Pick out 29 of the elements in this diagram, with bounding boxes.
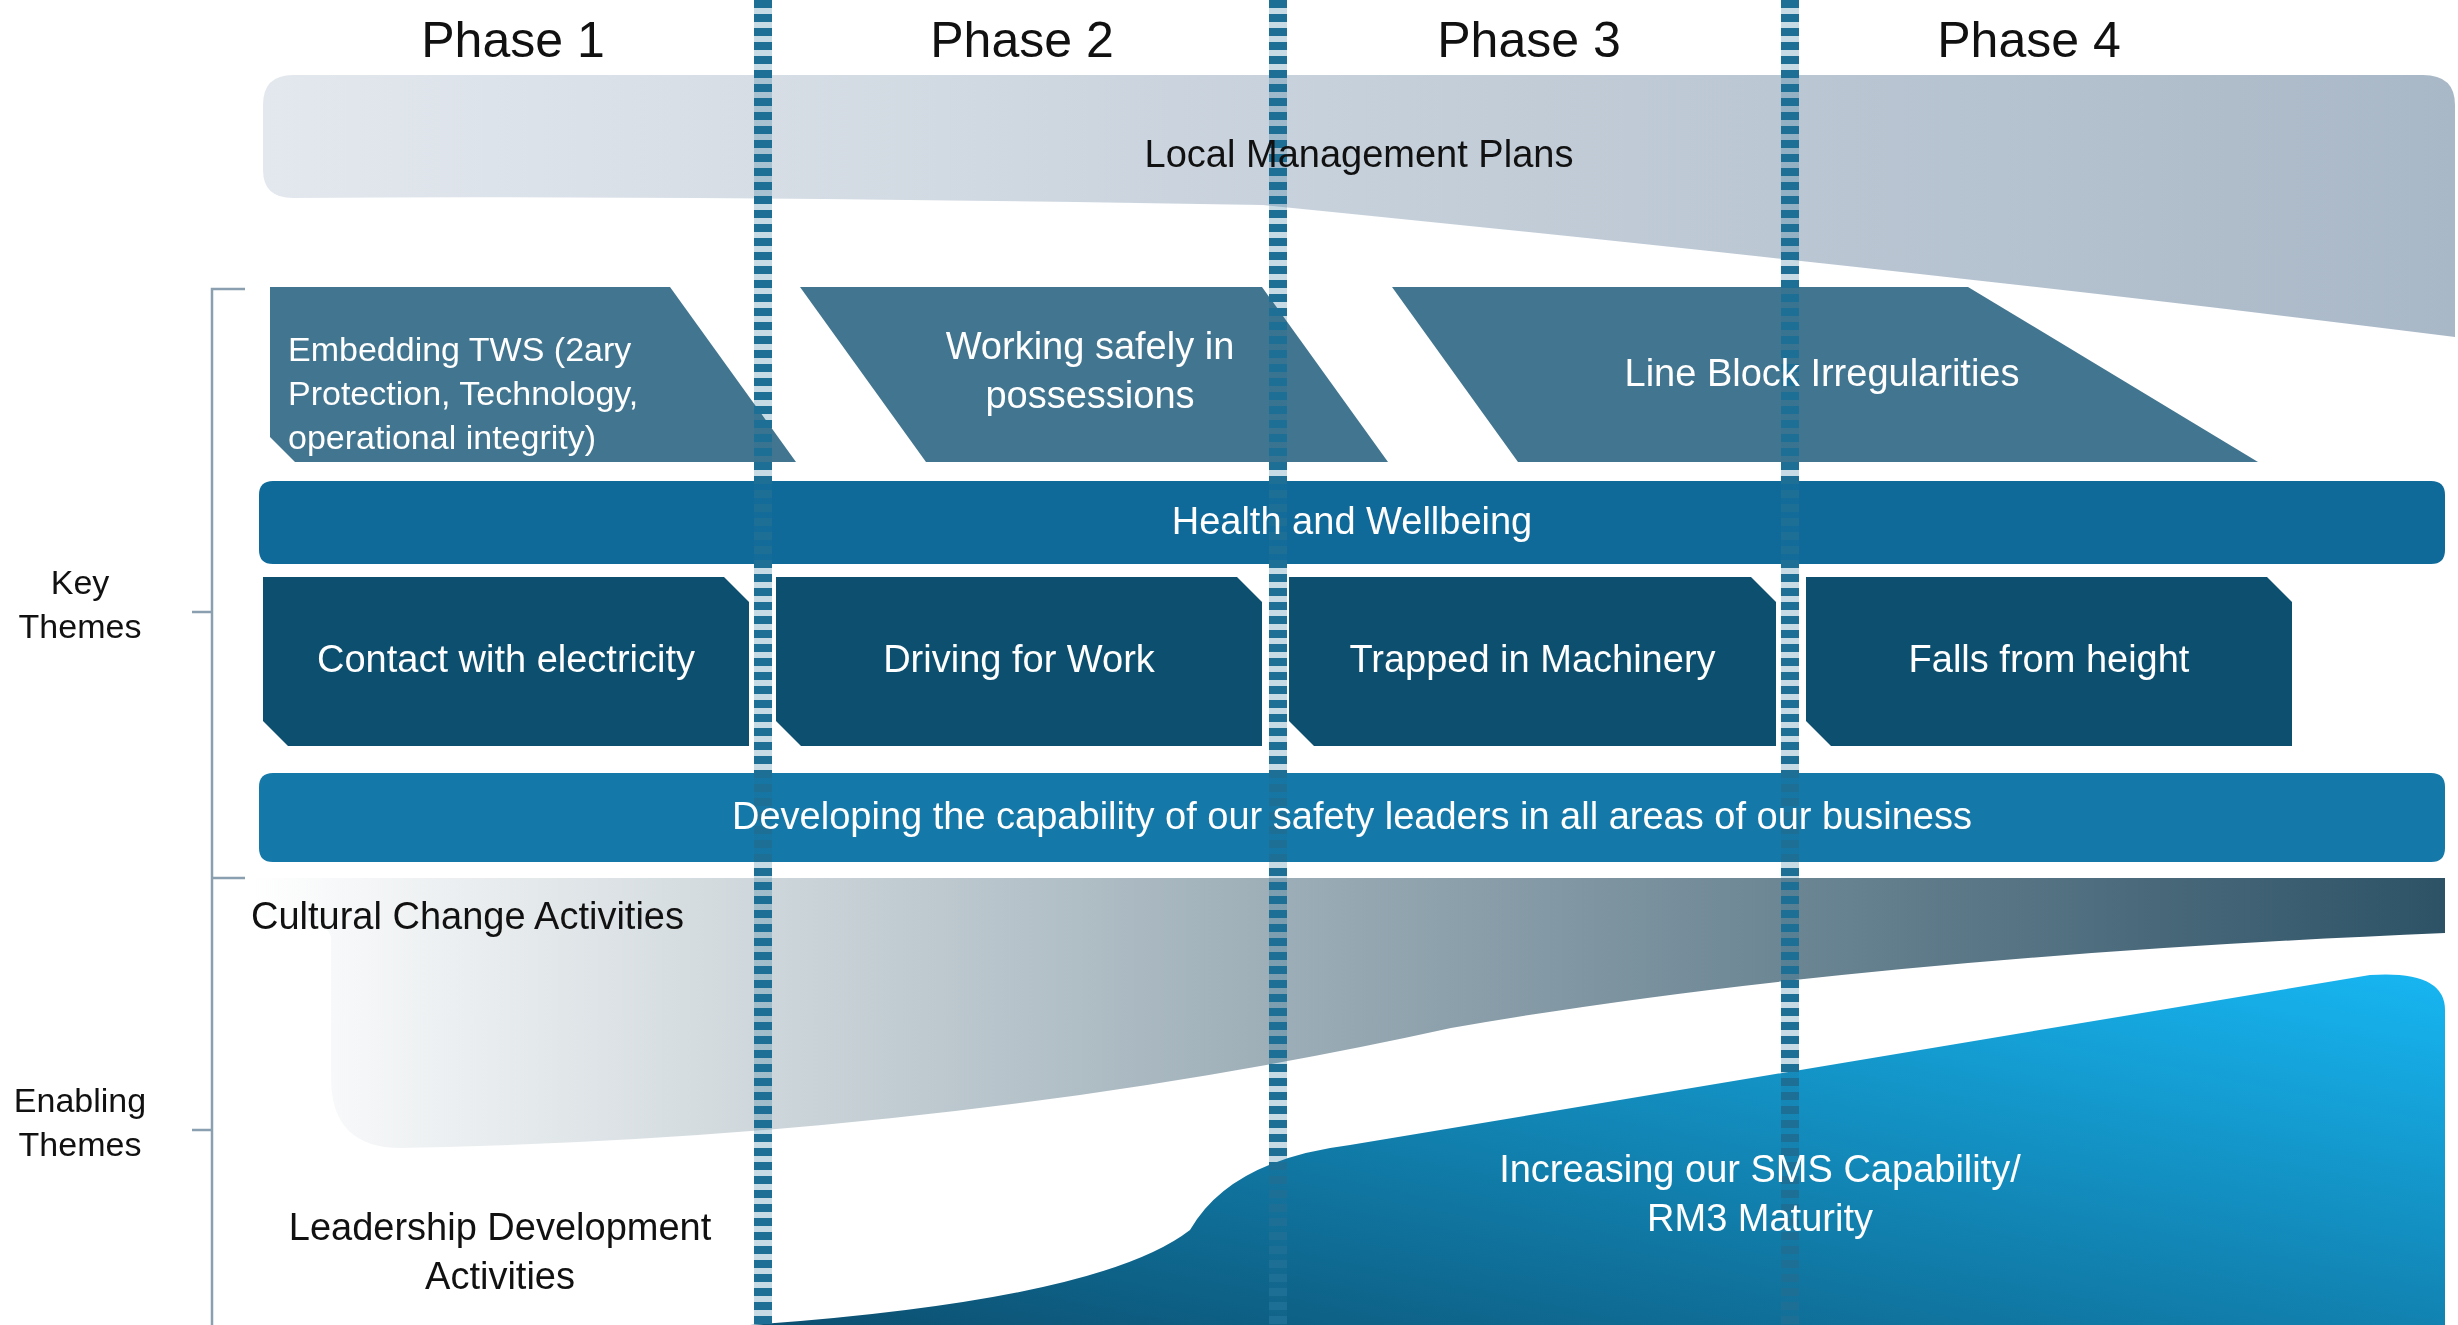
phase-heading: Phase 3	[1436, 11, 1622, 70]
theme-label: Contact with electricity	[317, 638, 695, 680]
theme-label: Health and Wellbeing	[1171, 500, 1533, 542]
theme-label: Trapped in Machinery	[1349, 638, 1716, 680]
theme-label: Increasing our SMS Capability/ RM3 Maturity	[1499, 1148, 2021, 1240]
area-label: Leadership Development Activities	[287, 1205, 713, 1300]
theme-bar	[259, 481, 2445, 564]
theme-label: Falls from height	[1908, 638, 2190, 680]
theme-label: Working safely in possessions	[945, 325, 1235, 417]
theme-label: Developing the capability of our safety leaders in all areas of our business	[732, 795, 1972, 837]
section-label: Enabling Themes	[12, 1080, 148, 1166]
theme-label: Local Management Plans	[1144, 133, 1574, 175]
gradient-band	[251, 878, 2445, 1148]
theme-bar	[259, 773, 2445, 862]
theme-box	[1806, 577, 2292, 746]
phase-heading: Phase 1	[420, 11, 606, 70]
theme-label: Driving for Work	[883, 638, 1155, 680]
phase-heading: Phase 2	[929, 11, 1115, 70]
theme-label: Cultural Change Activities	[251, 895, 684, 937]
theme-banner	[1392, 287, 2258, 462]
theme-box	[1289, 577, 1776, 746]
theme-banner	[270, 287, 796, 462]
section-label: Key Themes	[17, 562, 143, 648]
theme-box	[263, 577, 749, 746]
theme-label: Line Block Irregularities	[1624, 352, 2020, 394]
theme-banner	[800, 287, 1388, 462]
phase-heading: Phase 4	[1936, 11, 2122, 70]
theme-box	[776, 577, 1262, 746]
theme-label: Embedding TWS (2ary Protection, Technology, operational integrity)	[288, 330, 639, 457]
